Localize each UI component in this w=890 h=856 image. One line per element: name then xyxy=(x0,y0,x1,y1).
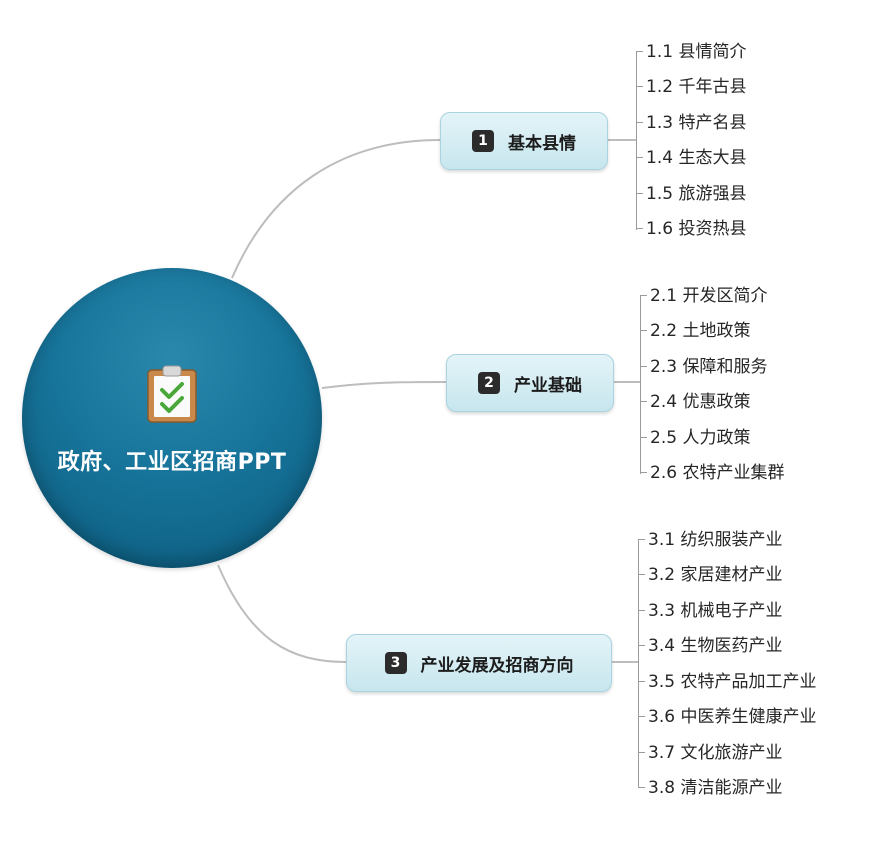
connector-branch-1 xyxy=(231,139,441,279)
leaf-item[interactable]: 1.5 旅游强县 xyxy=(635,180,746,208)
leaf-item[interactable]: 2.4 优惠政策 xyxy=(639,388,750,416)
branch-label: 基本县情 xyxy=(508,133,576,154)
leaf-item[interactable]: 1.6 投资热县 xyxy=(635,215,746,243)
leaf-item[interactable]: 2.6 农特产业集群 xyxy=(639,459,784,487)
branch-number-badge: 1 xyxy=(472,130,494,152)
leaf-item[interactable]: 2.1 开发区简介 xyxy=(639,282,767,310)
leaf-item[interactable]: 3.7 文化旅游产业 xyxy=(637,739,782,767)
branch-label: 产业基础 xyxy=(514,375,582,396)
leaf-item[interactable]: 2.2 土地政策 xyxy=(639,317,750,345)
leaf-item[interactable]: 3.2 家居建材产业 xyxy=(637,561,782,589)
leaf-bracket-3 xyxy=(638,540,639,788)
leaf-bracket-1 xyxy=(636,52,637,230)
branch-industrial-base[interactable]: 2 产业基础 xyxy=(446,354,614,412)
leaf-item[interactable]: 3.6 中医养生健康产业 xyxy=(637,703,816,731)
leaf-item[interactable]: 1.4 生态大县 xyxy=(635,144,746,172)
leaf-item[interactable]: 1.2 千年古县 xyxy=(635,73,746,101)
leaf-item[interactable]: 1.1 县情简介 xyxy=(635,38,746,66)
branch-label: 产业发展及招商方向 xyxy=(420,655,574,676)
leaf-item[interactable]: 2.3 保障和服务 xyxy=(639,353,767,381)
leaf-bracket-2 xyxy=(640,296,641,474)
leaf-item[interactable]: 3.1 纺织服装产业 xyxy=(637,526,782,554)
leaf-item[interactable]: 3.8 清洁能源产业 xyxy=(637,774,782,802)
connector-branch-3 xyxy=(217,564,347,663)
leaf-item[interactable]: 3.5 农特产品加工产业 xyxy=(637,668,816,696)
clipboard-check-icon xyxy=(147,365,197,423)
leaf-item[interactable]: 1.3 特产名县 xyxy=(635,109,746,137)
leaf-item[interactable]: 3.3 机械电子产业 xyxy=(637,597,782,625)
connector-branch-2 xyxy=(321,381,447,389)
branch-basic-county-info[interactable]: 1 基本县情 xyxy=(440,112,608,170)
leaf-item[interactable]: 3.4 生物医药产业 xyxy=(637,632,782,660)
leaf-item[interactable]: 2.5 人力政策 xyxy=(639,424,750,452)
branch-number-badge: 3 xyxy=(384,652,407,674)
central-topic[interactable]: 政府、工业区招商PPT xyxy=(22,268,322,568)
central-topic-title: 政府、工业区招商PPT xyxy=(57,450,287,475)
branch-industry-development-investment[interactable]: 3 产业发展及招商方向 xyxy=(346,634,612,692)
branch-number-badge: 2 xyxy=(478,372,500,394)
